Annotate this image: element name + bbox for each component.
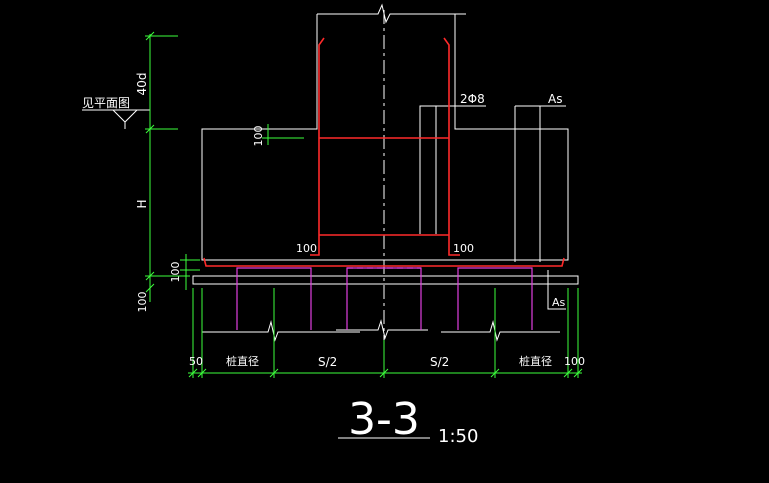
dim-50-label: 50 [189,355,203,368]
column-break-line [317,3,466,24]
as-bottom-leader [547,270,566,310]
pile-right [457,267,533,330]
cap-edge-100-label: 100 [169,262,182,283]
as-top-label: As [548,92,562,106]
bottom-layer-100-label: 100 [136,292,149,313]
column-bar-left [310,37,325,256]
pile-left [236,267,312,330]
right-end-100-label: 100 [564,355,585,368]
stirrup-leader [419,105,486,234]
column-cap-outline [201,14,569,261]
stirrup-label: 2Φ8 [460,92,485,106]
pile-break-mid [336,319,428,340]
bd-tick-7 [573,368,583,378]
height-label: H [135,199,149,208]
dim-tick-2 [145,124,155,134]
bd-tick-1 [188,368,198,378]
dim-tick-3 [145,271,155,281]
pile-diameter-right-label: 桩直径 [519,354,552,368]
column-100-label: 100 [252,126,265,147]
bd-tick-4 [379,368,389,378]
bd-tick-5 [490,368,500,378]
dimensions [145,31,583,378]
pile-middle [346,267,422,330]
dim-tick-1 [145,31,155,41]
annotations: 40d 见平面图 H 100 100 100 100 100 2Φ8 As As… [82,73,585,447]
right-bar-100-label: 100 [453,242,474,255]
pile-break-left [202,320,360,342]
pile-break-right [441,320,560,342]
dim-tick-4 [145,283,155,293]
left-bar-100-label: 100 [296,242,317,255]
anchor-length-label: 40d [135,73,149,96]
rebar [203,37,565,267]
section-title: 3-3 [348,394,420,445]
pile-diameter-left-label: 桩直径 [226,354,259,368]
as-bottom-label: As [552,296,566,309]
bd-tick-2 [197,368,207,378]
half-spacing-right-label: S/2 [430,355,449,369]
half-spacing-left-label: S/2 [318,355,337,369]
column-bar-right [443,37,460,256]
see-plan-label: 见平面图 [82,96,130,110]
bedding-layer [192,275,579,285]
concrete-outline [82,3,579,439]
bd-tick-3 [269,368,279,378]
bottom-mat-bar [203,257,565,267]
level-symbol [112,109,138,123]
bd-tick-6 [563,368,573,378]
scale-label: 1:50 [438,426,478,447]
piles [236,267,533,330]
